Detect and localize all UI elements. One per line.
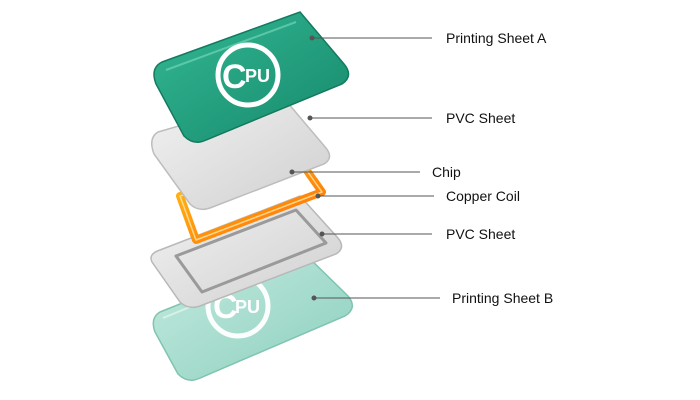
label-printing-sheet-b: Printing Sheet B	[452, 290, 554, 306]
label-chip: Chip	[432, 164, 461, 180]
logo-text-b: PU	[235, 297, 260, 317]
cpu-logo-a: C PU	[215, 42, 281, 108]
leader-dot-a	[309, 35, 315, 41]
printing-sheet-a: C PU	[153, 11, 350, 143]
label-pvc-sheet-lower: PVC Sheet	[446, 226, 516, 242]
leader-dot-chip	[289, 169, 295, 175]
leader-dot-coil	[315, 193, 321, 199]
leader-dot-b	[311, 295, 317, 301]
label-printing-sheet-a: Printing Sheet A	[446, 30, 547, 46]
pvc-sheet-lower	[150, 195, 343, 309]
leader-lines	[289, 35, 440, 301]
label-pvc-sheet-upper: PVC Sheet	[446, 110, 516, 126]
logo-letter-a: C	[222, 58, 247, 96]
logo-text-a: PU	[245, 66, 270, 86]
label-copper-coil: Copper Coil	[446, 188, 520, 204]
leader-dot-pvc-lower	[319, 231, 325, 237]
leader-dot-pvc-upper	[307, 115, 313, 121]
